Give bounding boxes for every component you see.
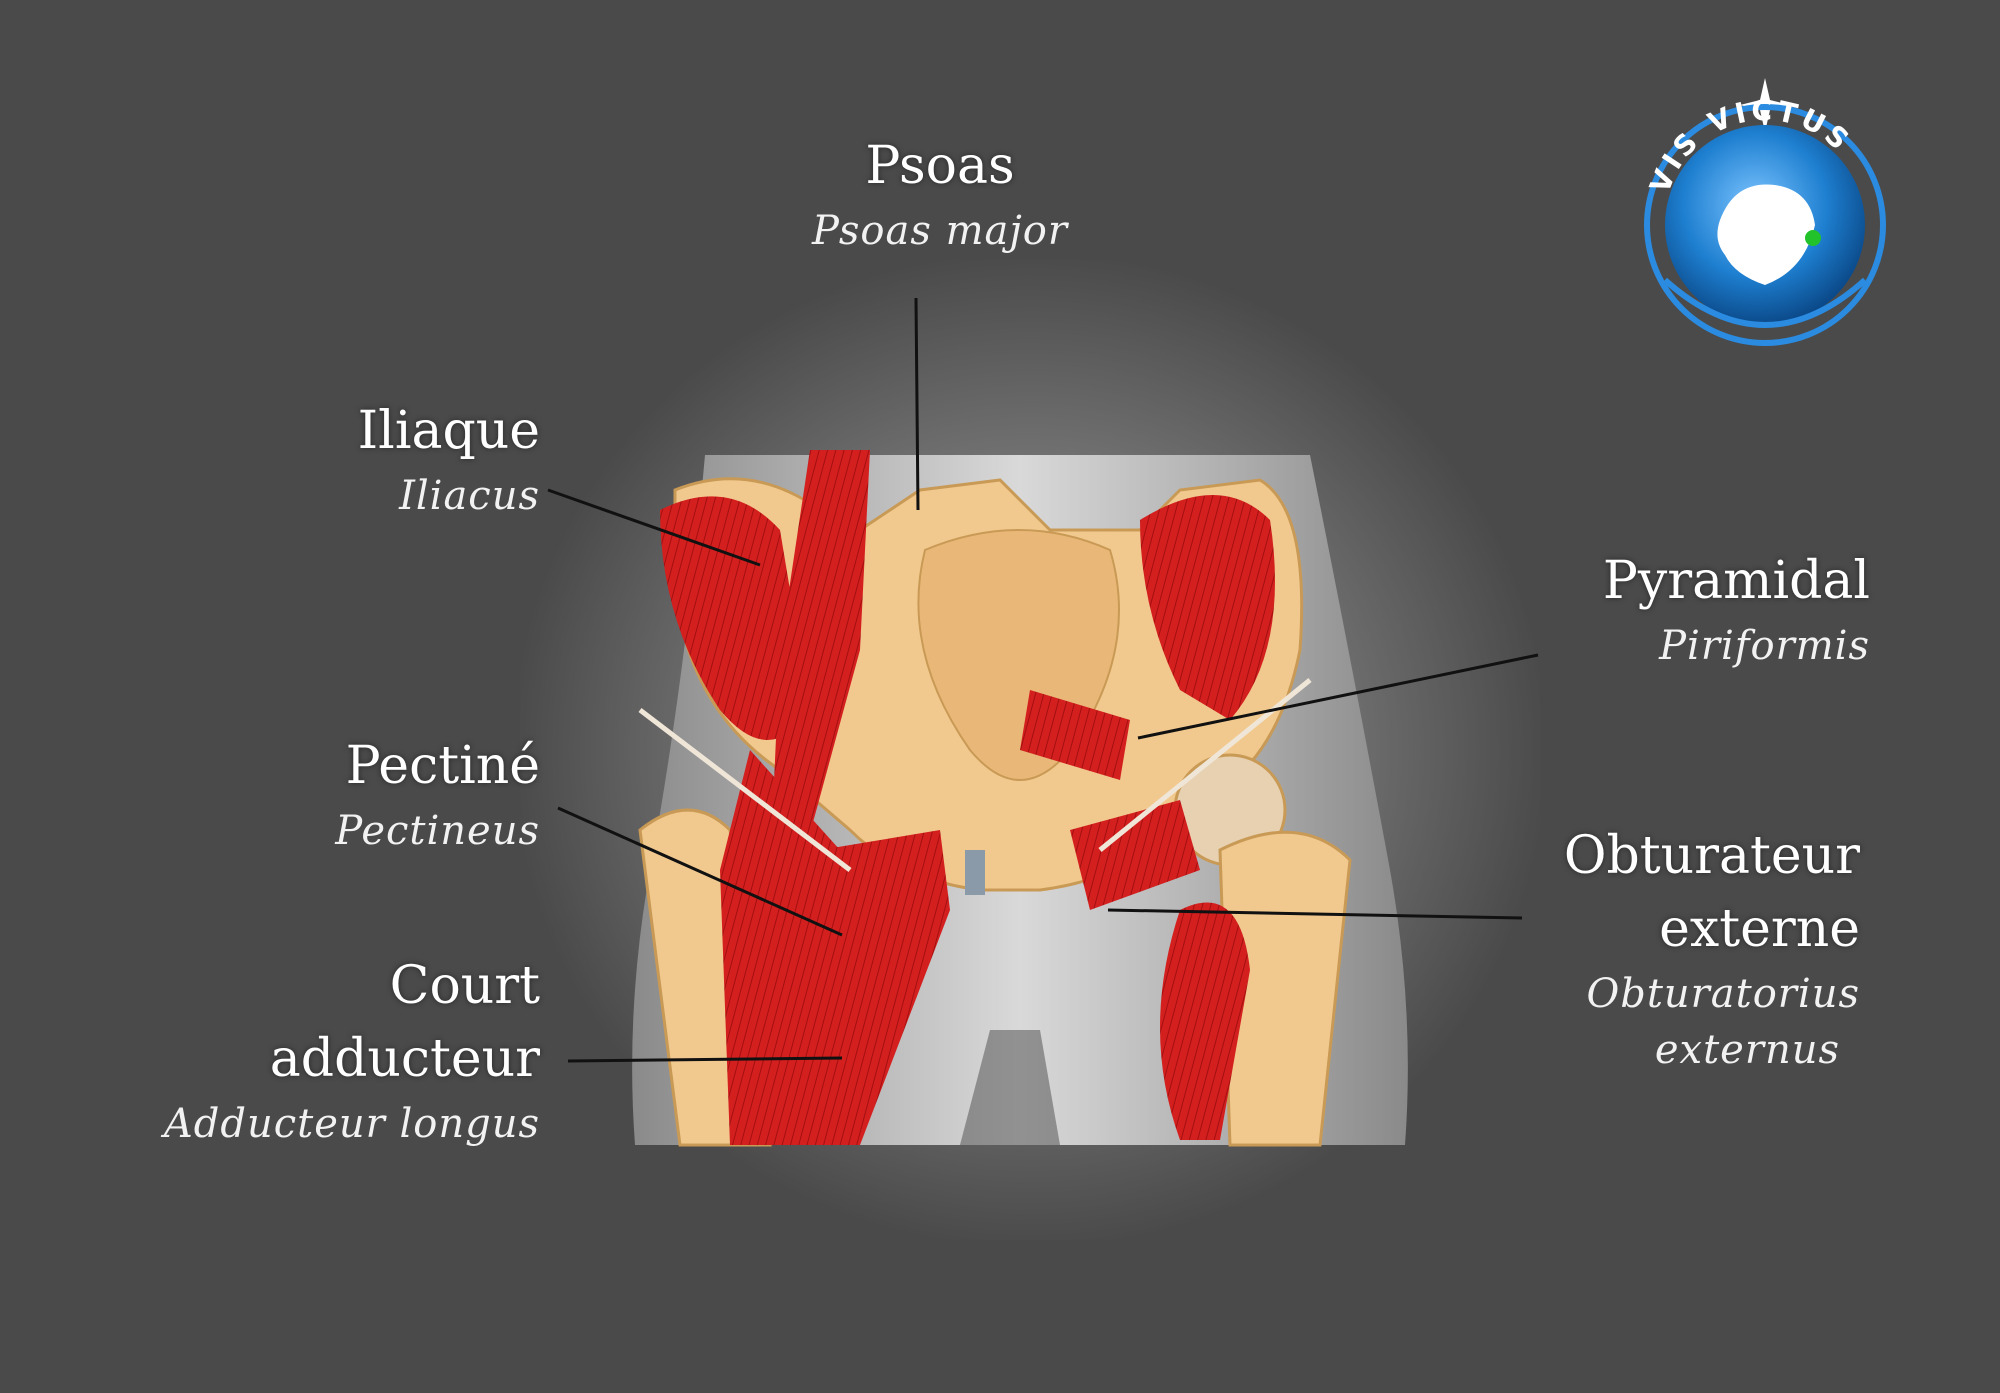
label-obturateur-fr-1: Obturateur xyxy=(1563,826,1860,886)
piriformis-muscle xyxy=(1020,690,1130,780)
label-pyramidal: Pyramidal Piriformis xyxy=(1460,545,1870,674)
laurel-icon xyxy=(1662,277,1868,328)
lion-icon xyxy=(1717,184,1815,285)
label-court-adducteur-lat: Adducteur longus xyxy=(163,1100,540,1147)
label-psoas-fr: Psoas xyxy=(865,136,1015,196)
psoas-muscle xyxy=(770,450,870,870)
label-pectine: Pectiné Pectineus xyxy=(160,730,540,859)
pelvis-muscle-illustration xyxy=(632,450,1408,1147)
label-pyramidal-fr: Pyramidal xyxy=(1602,551,1870,611)
obturator-muscle xyxy=(1070,800,1200,910)
label-obturateur-lat-2: externus xyxy=(1654,1026,1840,1073)
label-court-adducteur: Court adducteur Adducteur longus xyxy=(40,950,540,1152)
vis-victus-logo: VIS VICTUS xyxy=(1643,78,1886,346)
label-obturateur-lat-1: Obturatorius xyxy=(1586,970,1860,1017)
label-iliaque-fr: Iliaque xyxy=(357,401,540,461)
lateral-thigh-muscle xyxy=(1160,902,1250,1140)
label-obturateur-fr-2: externe xyxy=(1659,898,1860,959)
label-psoas-lat: Psoas major xyxy=(812,207,1068,254)
adductor-muscle xyxy=(820,830,950,1145)
label-pectine-lat: Pectineus xyxy=(335,807,540,854)
label-court-adducteur-fr-2: adducteur xyxy=(269,1028,540,1089)
label-iliaque-lat: Iliacus xyxy=(399,472,540,519)
label-obturateur: Obturateur externe Obturatorius externus xyxy=(1400,820,1860,1078)
label-pyramidal-lat: Piriformis xyxy=(1659,622,1870,669)
label-pectine-fr: Pectiné xyxy=(345,736,540,796)
muscle-group xyxy=(638,450,1312,1145)
label-court-adducteur-fr-1: Court xyxy=(389,956,540,1016)
label-psoas: Psoas Psoas major xyxy=(720,130,1160,259)
label-iliaque: Iliaque Iliacus xyxy=(160,395,540,524)
apple-icon xyxy=(1805,230,1821,246)
